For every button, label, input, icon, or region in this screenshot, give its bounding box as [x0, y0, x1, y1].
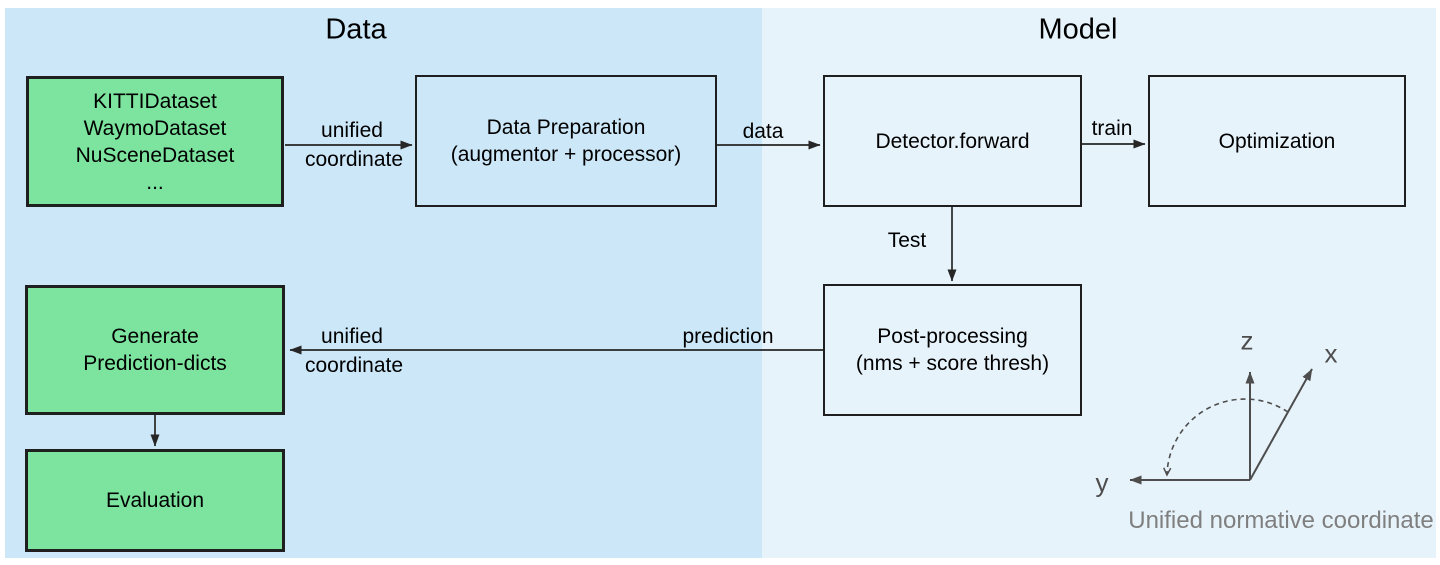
datasets-box-line2: WaymoDataset — [83, 116, 227, 140]
post-processing-box: Post-processing (nms + score thresh) — [823, 284, 1082, 416]
data-preparation-line2: (augmentor + processor) — [450, 143, 682, 166]
evaluation-box: Evaluation — [25, 449, 285, 552]
axes-caption: Unified normative coordinate — [1128, 507, 1434, 534]
edge-label-test: Test — [887, 229, 927, 252]
generate-prediction-dicts-box: Generate Prediction-dicts — [25, 285, 285, 415]
rotation-arc — [1163, 398, 1289, 477]
edge-label-data: data — [742, 120, 784, 143]
datasets-box-line1: KITTIDataset — [93, 89, 217, 113]
data-preparation-line1: Data Preparation — [486, 116, 646, 139]
edge-label-unified-top: unified — [321, 119, 383, 142]
datasets-box-line4: ... — [146, 170, 164, 194]
data-preparation-box: Data Preparation (augmentor + processor) — [415, 75, 717, 207]
axis-x-label: x — [1324, 338, 1338, 369]
generate-line1: Generate — [111, 325, 199, 348]
generate-line2: Prediction-dicts — [83, 352, 227, 375]
axis-y-label: y — [1095, 467, 1109, 498]
coordinate-axes — [1129, 368, 1313, 485]
detector-forward-label: Detector.forward — [875, 129, 1030, 153]
edge-label-coordinate-top: coordinate — [304, 148, 404, 171]
model-section-background — [762, 8, 1436, 558]
optimization-box: Optimization — [1148, 75, 1406, 207]
datasets-box-line3: NuSceneDataset — [75, 143, 235, 167]
edge-label-prediction: prediction — [682, 325, 774, 348]
post-processing-line2: (nms + score thresh) — [855, 352, 1050, 375]
optimization-label: Optimization — [1218, 129, 1336, 153]
data-section-title: Data — [325, 13, 387, 46]
edge-label-train: train — [1091, 117, 1133, 140]
post-processing-line1: Post-processing — [877, 325, 1028, 348]
model-section-title: Model — [1038, 13, 1118, 46]
axis-z-label: z — [1240, 325, 1254, 356]
edge-label-unified-bottom: unified — [321, 325, 383, 348]
axis-x — [1249, 368, 1313, 481]
edge-label-coordinate-bottom: coordinate — [304, 354, 404, 377]
evaluation-label: Evaluation — [105, 489, 205, 512]
datasets-box: KITTIDataset WaymoDataset NuSceneDataset… — [26, 76, 284, 207]
detector-forward-box: Detector.forward — [823, 75, 1082, 207]
